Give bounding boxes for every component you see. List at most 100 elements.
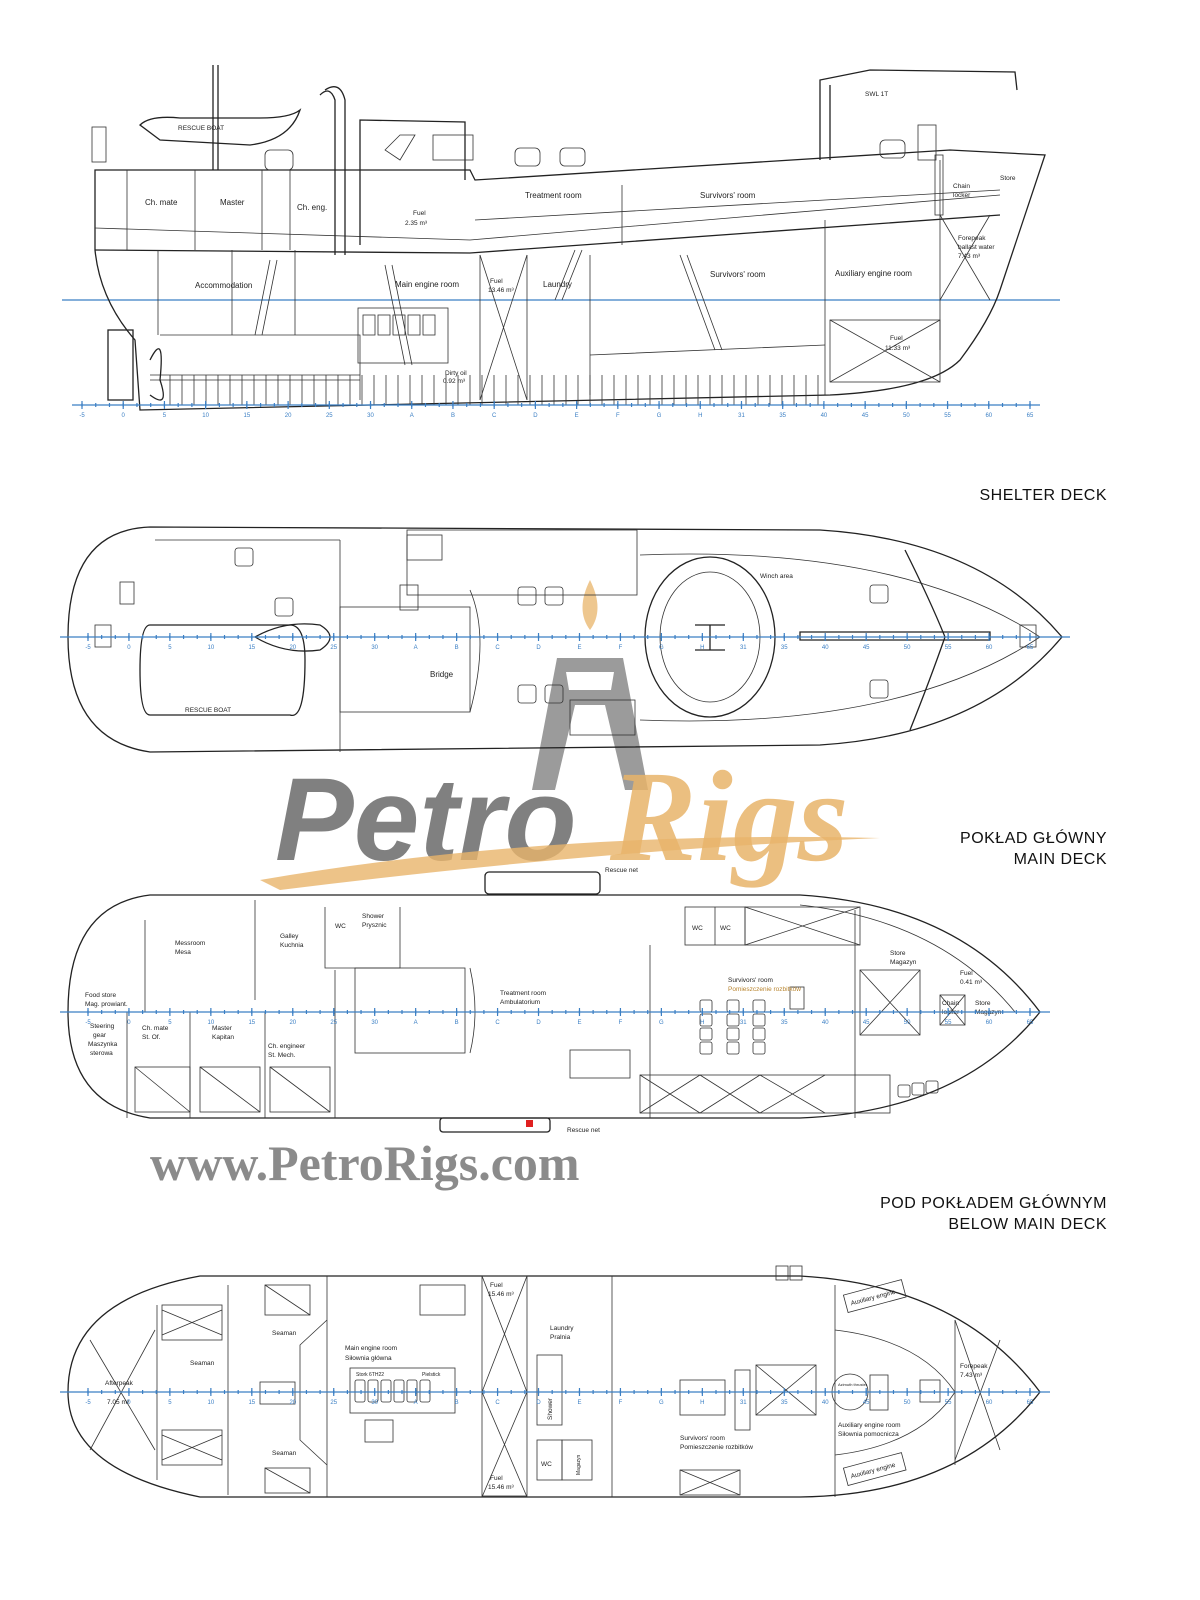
label-wc: WC — [335, 923, 346, 930]
label-fuel-md-vol: 0.41 m³ — [960, 979, 983, 986]
below-deck-hull — [67, 1275, 1041, 1498]
label-aux-engine: Auxiliary engine room — [835, 269, 912, 278]
bridge-front — [469, 589, 481, 713]
label-survivors-bd-pl: Pomieszczenie rozbitków — [680, 1444, 753, 1451]
scale-label: 20 — [289, 645, 296, 651]
label-azimuth: Azimuth thruster — [838, 1382, 868, 1387]
scale-label: F — [619, 645, 623, 651]
label-steering-pl: Maszynka — [88, 1041, 118, 1048]
label-fuel-md: Fuel — [960, 970, 973, 977]
label-wc-bd: WC — [541, 1461, 552, 1468]
label-store1-pl: Magazyn — [890, 959, 917, 966]
scale-label: 65 — [1027, 413, 1034, 419]
scale-label: -5 — [85, 1400, 91, 1406]
upper-deck-house — [406, 529, 638, 596]
aft-post — [91, 126, 107, 163]
label-fuel1: Fuel — [490, 1282, 503, 1289]
label-engine-tag: Stork 6TH22 — [356, 1372, 384, 1378]
scale-label: 10 — [208, 1400, 215, 1406]
label-chain-locker: locker — [953, 192, 971, 199]
label-forepeak-bd: Forepeak — [960, 1363, 988, 1370]
scale-label: 65 — [1027, 645, 1034, 651]
scale-label: 5 — [168, 645, 172, 651]
label-seaman3: Seaman — [272, 1450, 297, 1457]
scale-label: 60 — [985, 413, 992, 419]
bridge-label: Bridge — [430, 670, 454, 679]
rudder — [107, 329, 134, 401]
scale-label: 10 — [208, 645, 215, 651]
scale-label: H — [700, 1020, 704, 1026]
scale-label: 0 — [127, 1400, 131, 1406]
label-fuel: Fuel — [490, 278, 503, 285]
label-chain: Chain — [953, 183, 970, 190]
label-survivors-lower: Survivors' room — [710, 270, 766, 279]
scale-label: 20 — [289, 1020, 296, 1026]
scale-label: 10 — [208, 1020, 215, 1026]
petrorigs-watermark: Petro Rigs www.PetroRigs.com — [150, 580, 880, 1191]
label-laundry-bd: Laundry — [550, 1325, 574, 1332]
main-deck-line — [94, 214, 1001, 254]
derrick-logo — [532, 580, 648, 790]
main-deck-view: POKŁAD GŁÓWNY MAIN DECK — [60, 828, 1107, 1134]
scale-label: 25 — [330, 1020, 337, 1026]
scale-label: 65 — [1027, 1020, 1034, 1026]
stairs — [399, 534, 636, 736]
profile-view: RESCUE BOAT SWL 1T — [62, 65, 1060, 419]
scale-label: 60 — [986, 1020, 993, 1026]
label-seaman2: Seaman — [190, 1360, 215, 1367]
bulwark-line — [799, 904, 1016, 1013]
label-wc2: WC — [720, 925, 731, 932]
crane — [819, 69, 1018, 160]
main-engine — [150, 307, 449, 381]
scale-label: A — [414, 1400, 418, 1406]
scale-label: -5 — [85, 645, 91, 651]
scale-label: B — [455, 1020, 459, 1026]
scale-label: C — [492, 413, 497, 419]
label-treatment: Treatment room — [525, 191, 582, 200]
scale-label: D — [536, 645, 541, 651]
scale-label: 25 — [330, 1400, 337, 1406]
main-deck-title-pl: POKŁAD GŁÓWNY — [960, 828, 1107, 847]
scale-label: 45 — [862, 413, 869, 419]
label-shower-bd: Shower — [547, 1397, 554, 1420]
aux-engine-1-box — [842, 1279, 907, 1313]
scale-label: 35 — [781, 1400, 788, 1406]
label-main-engine-bd: Main engine room — [345, 1345, 397, 1352]
scale-label: 31 — [740, 645, 747, 651]
scale-label: 20 — [289, 1400, 296, 1406]
main-deck-bulkheads — [126, 900, 966, 1118]
scale-label: 35 — [781, 645, 788, 651]
label-fuel1-vol: 15.46 m³ — [488, 1291, 514, 1298]
scale-label: A — [414, 645, 418, 651]
bridge — [339, 606, 471, 713]
fenders — [264, 124, 937, 171]
scale-label: 15 — [248, 1400, 255, 1406]
scale-label: 40 — [822, 645, 829, 651]
scale-label: B — [455, 645, 459, 651]
scale-label: 25 — [330, 645, 337, 651]
engine-cylinders — [354, 1379, 431, 1403]
bulkheads — [126, 154, 991, 401]
label-seaman1: Seaman — [272, 1330, 297, 1337]
scale-label: 30 — [371, 645, 378, 651]
label-dirty-oil-vol: 0.92 m³ — [443, 378, 466, 385]
label-main-engine: Main engine room — [395, 280, 459, 289]
label-messroom-pl: Mesa — [175, 949, 191, 956]
scale-label: 50 — [904, 1020, 911, 1026]
scale-label: 45 — [863, 1400, 870, 1406]
label-steering-gear: gear — [93, 1032, 107, 1039]
ladders — [254, 249, 723, 366]
rescue-net-top[interactable] — [484, 871, 601, 895]
rescue-net-bottom[interactable] — [439, 1117, 551, 1133]
scale-label: 0 — [122, 413, 126, 419]
label-aux-room: Auxiliary engine room — [838, 1422, 901, 1429]
rescue-boat — [139, 108, 302, 146]
label-galley-pl: Kuchnia — [280, 942, 304, 949]
scale-label: 30 — [367, 413, 374, 419]
scale-label: 31 — [740, 1400, 747, 1406]
label-accommodation: Accommodation — [195, 281, 252, 290]
scale-label: 50 — [904, 1400, 911, 1406]
scale-label: -5 — [85, 1020, 91, 1026]
label-master: Master — [220, 198, 245, 207]
